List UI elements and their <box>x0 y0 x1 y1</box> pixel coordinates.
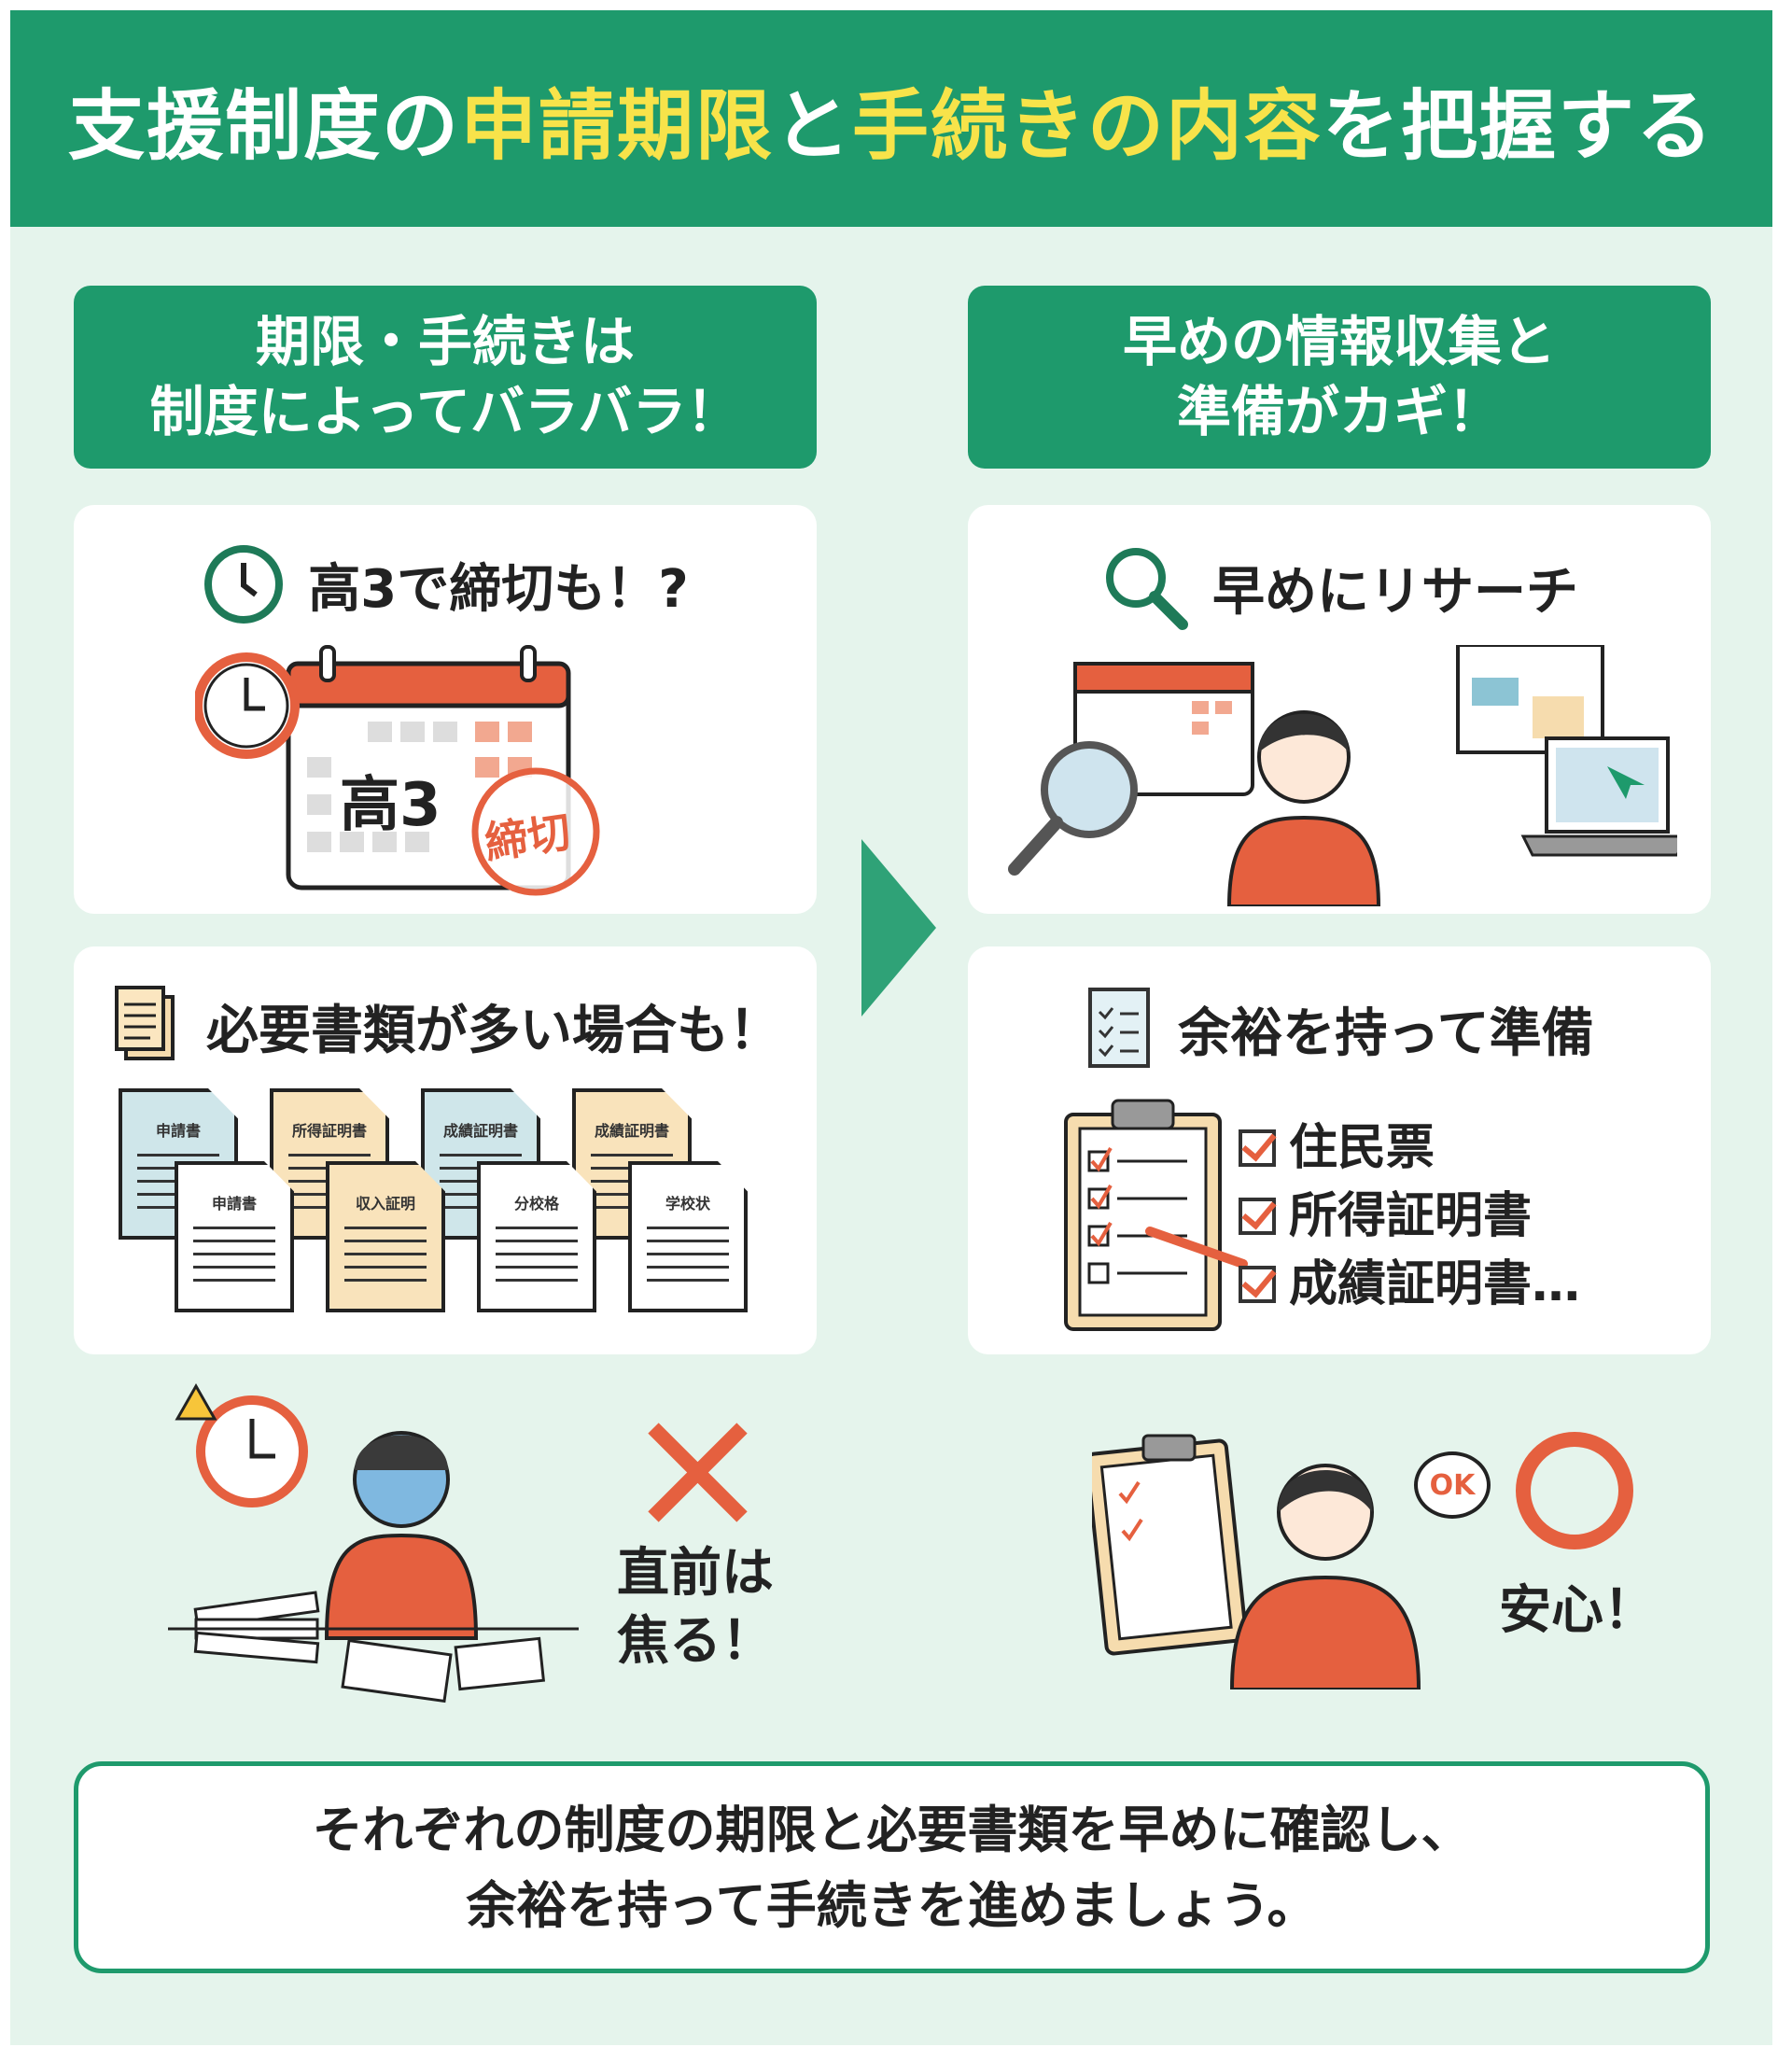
title-highlight: 申請期限 <box>459 81 774 171</box>
checkbox-checked-icon <box>1239 1129 1276 1168</box>
confident-person-illustration <box>1092 1434 1421 1689</box>
deadline-card: 高3で締切も！? 高3 締切 <box>74 505 817 914</box>
document-title: 分校格 <box>513 1195 559 1213</box>
clipboard-illustration <box>1064 1099 1248 1331</box>
document-title: 学校状 <box>665 1195 710 1213</box>
checklist-icon <box>1088 988 1151 1068</box>
research-card: 早めにリサーチ <box>968 505 1711 914</box>
documents-icon <box>115 986 175 1060</box>
title-text: を把握する <box>1323 81 1715 171</box>
heading-line: 早めの情報収集と <box>1122 309 1556 373</box>
document-title: 申請書 <box>211 1195 257 1213</box>
document-lines <box>193 1227 275 1292</box>
checklist-item: 住民票 <box>1239 1115 1580 1183</box>
checklist-item: 所得証明書 <box>1239 1183 1580 1251</box>
checklist-text: 成績証明書… <box>1289 1255 1581 1312</box>
page-title: 支援制度の申請期限と手続きの内容を把握する <box>10 10 1772 227</box>
checkbox-checked-icon <box>1239 1198 1276 1236</box>
label-line: 焦る！ <box>617 1610 774 1672</box>
document-lines <box>647 1227 729 1292</box>
search-icon <box>1106 548 1188 630</box>
summary-line: それぞれの制度の期限と必要書類を早めに確認し、 <box>312 1800 1472 1859</box>
cross-icon <box>648 1423 748 1522</box>
flow-arrow <box>861 839 936 1016</box>
document-title: 成績証明書 <box>594 1122 669 1140</box>
checklist-item: 成績証明書… <box>1239 1251 1580 1319</box>
document-lines <box>496 1227 578 1292</box>
checkbox-checked-icon <box>1239 1265 1276 1303</box>
summary-line: 余裕を持って手続きを進めましょう。 <box>466 1875 1318 1935</box>
document-sheet: 分校格 <box>477 1161 596 1312</box>
summary-box: それぞれの制度の期限と必要書類を早めに確認し、 余裕を持って手続きを進めましょう… <box>74 1761 1710 1973</box>
panicked-person-illustration <box>168 1382 579 1703</box>
document-sheet: 申請書 <box>175 1161 294 1312</box>
checklist-text: 所得証明書 <box>1289 1187 1533 1244</box>
checklist: 住民票 所得証明書 成績証明書… <box>1239 1115 1580 1318</box>
relief-label: 安心！ <box>1499 1580 1656 1641</box>
card-title: 余裕を持って準備 <box>1178 1002 1594 1064</box>
heading-line: 期限・手続きは <box>255 309 635 373</box>
document-sheet: 収入証明 <box>326 1161 445 1312</box>
deadline-stamp: 締切 <box>482 806 574 869</box>
calendar-illustration <box>195 645 600 896</box>
clock-icon <box>204 545 284 624</box>
document-title: 収入証明 <box>355 1195 415 1213</box>
heading-line: 制度によってバラバラ！ <box>149 380 741 443</box>
card-title: 高3で締切も！? <box>308 558 689 620</box>
document-title: 所得証明書 <box>291 1122 367 1140</box>
documents-card: 必要書類が多い場合も！ 申請書所得証明書成績証明書成績証明書申請書収入証明分校格… <box>74 946 817 1354</box>
card-title: 早めにリサーチ <box>1212 561 1578 623</box>
document-title: 申請書 <box>155 1122 201 1140</box>
heading-line: 準備がカギ！ <box>1176 380 1502 443</box>
left-heading: 期限・手続きは 制度によってバラバラ！ <box>74 286 817 469</box>
label-line: 直前は <box>617 1543 774 1604</box>
panic-label: 直前は 焦る！ <box>597 1540 793 1676</box>
right-heading: 早めの情報収集と 準備がカギ！ <box>968 286 1711 469</box>
title-text: と <box>773 81 852 171</box>
calendar-label: 高3 <box>340 771 441 840</box>
title-text: 支援制度の <box>67 81 460 171</box>
ok-speech-bubble: OK <box>1414 1451 1491 1519</box>
preparation-card: 余裕を持って準備 住民票 所得証明書 成績証明書… <box>968 946 1711 1354</box>
circle-ok-icon <box>1516 1432 1633 1549</box>
card-title: 必要書類が多い場合も！ <box>206 1000 781 1061</box>
research-illustration <box>1008 645 1677 906</box>
document-sheet: 学校状 <box>628 1161 748 1312</box>
document-title: 成績証明書 <box>442 1122 518 1140</box>
document-lines <box>344 1227 427 1292</box>
title-highlight: 手続きの内容 <box>852 81 1323 171</box>
checklist-text: 住民票 <box>1289 1120 1435 1176</box>
